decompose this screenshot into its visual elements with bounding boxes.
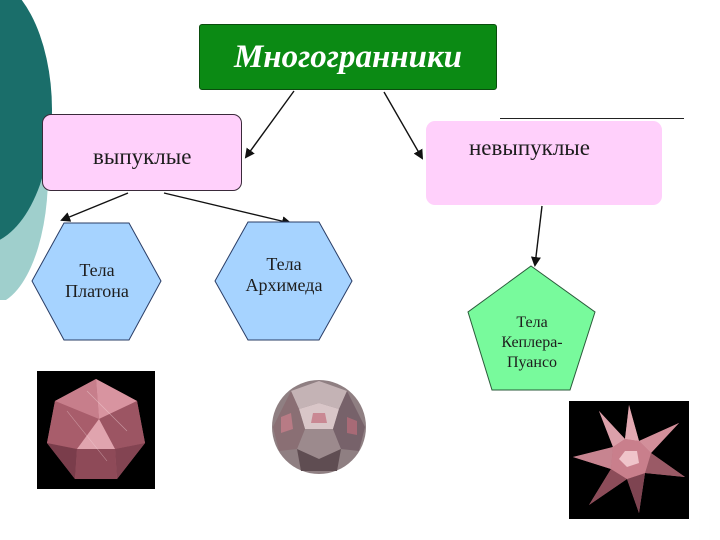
top-divider-line (500, 118, 684, 119)
kepler-label: Тела Кеплера- Пуансо (501, 314, 563, 371)
arrow-to-platonic (60, 192, 129, 222)
convex-box: выпуклые (42, 114, 242, 191)
arrow-to-convex (244, 90, 295, 159)
arrow-to-archimedean (163, 192, 292, 227)
platonic-hexagon (31, 222, 162, 341)
title-box: Многогранники (199, 24, 497, 90)
nonconvex-label: невыпуклые (469, 135, 590, 160)
archimedean-solid-image (269, 377, 369, 477)
side-decoration (0, 0, 52, 300)
kepler-pentagon (467, 265, 596, 391)
nonconvex-box: невыпуклые (426, 121, 662, 205)
platonic-label: Тела Платона (65, 260, 129, 301)
archimedean-label: Тела Архимеда (245, 254, 323, 295)
arrow-to-nonconvex (383, 91, 423, 160)
kepler-poinsot-solid-image (569, 401, 689, 519)
platonic-solid-image (37, 371, 155, 489)
archimedean-hexagon (214, 221, 353, 341)
arrow-to-kepler (530, 205, 543, 267)
title-text: Многогранники (233, 38, 463, 75)
convex-label: выпуклые (93, 144, 192, 169)
